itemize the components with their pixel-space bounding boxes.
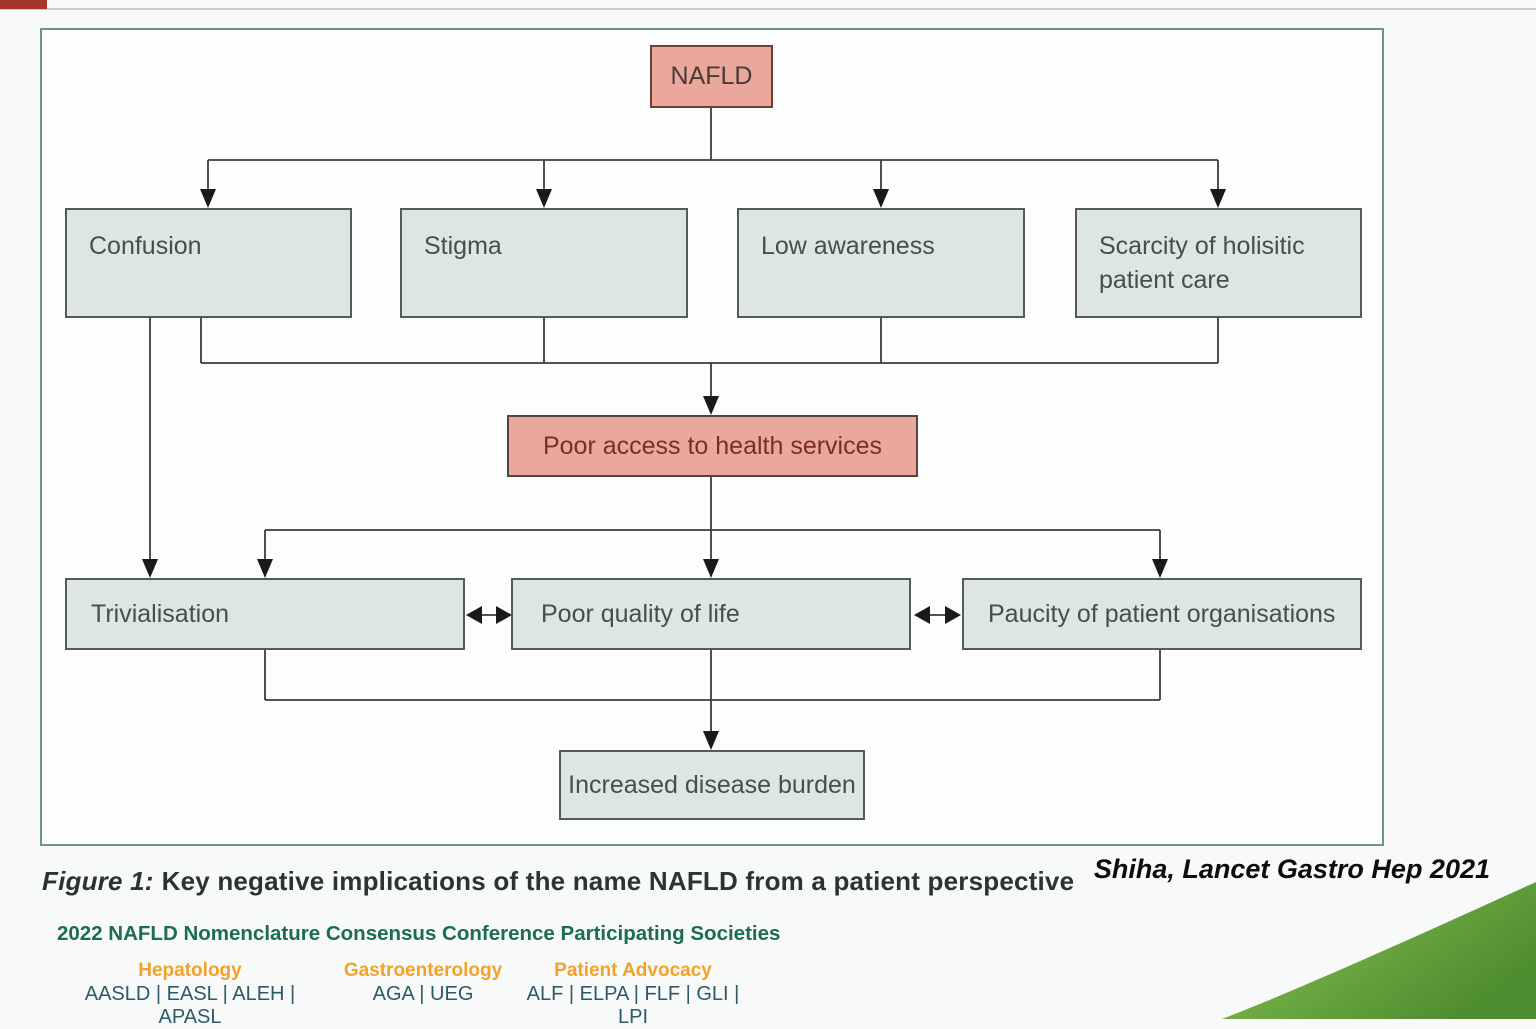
society-group-patient-advocacy: Patient Advocacy ALF | ELPA | FLF | GLI … bbox=[520, 960, 746, 1029]
node-increased-disease-burden: Increased disease burden bbox=[559, 750, 865, 820]
node-confusion: Confusion bbox=[65, 208, 352, 318]
node-paucity-patient-organisations: Paucity of patient organisations bbox=[962, 578, 1362, 650]
figure-caption: Figure 1:Key negative implications of th… bbox=[42, 866, 1074, 897]
node-trivialisation: Trivialisation bbox=[65, 578, 465, 650]
society-group-gastroenterology: Gastroenterology AGA | UEG bbox=[330, 960, 516, 1006]
category-gastroenterology: Gastroenterology bbox=[343, 960, 503, 981]
societies-hepatology: AASLD | EASL | ALEH | APASL bbox=[84, 983, 296, 1028]
node-stigma: Stigma bbox=[400, 208, 688, 318]
top-red-bar bbox=[0, 0, 47, 9]
societies-gastroenterology: AGA | UEG bbox=[372, 983, 474, 1005]
figure-caption-label: Figure 1: bbox=[42, 866, 154, 896]
footer-heading: 2022 NAFLD Nomenclature Consensus Confer… bbox=[57, 922, 781, 945]
node-poor-quality-of-life: Poor quality of life bbox=[511, 578, 911, 650]
citation-text: Shiha, Lancet Gastro Hep 2021 bbox=[1093, 854, 1490, 884]
node-poor-access-health-services: Poor access to health services bbox=[507, 415, 918, 477]
societies-patient-advocacy: ALF | ELPA | FLF | GLI | LPI bbox=[526, 983, 740, 1028]
category-hepatology: Hepatology bbox=[138, 960, 242, 981]
category-patient-advocacy: Patient Advocacy bbox=[554, 960, 712, 981]
top-divider-line bbox=[0, 8, 1536, 10]
node-low-awareness: Low awareness bbox=[737, 208, 1025, 318]
node-scarcity-holistic-care: Scarcity of holisitic patient care bbox=[1075, 208, 1362, 318]
node-nafld: NAFLD bbox=[650, 45, 773, 108]
figure-caption-text: Key negative implications of the name NA… bbox=[161, 866, 1075, 896]
